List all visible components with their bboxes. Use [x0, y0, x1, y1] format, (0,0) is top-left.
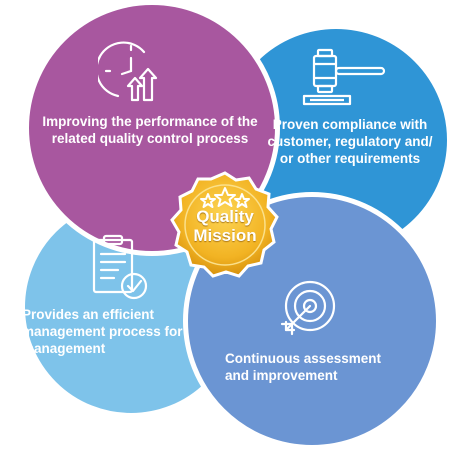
section-text-bottom-left: Provides an efficient management process… — [22, 307, 183, 356]
star-icon — [234, 193, 250, 208]
star-icon — [214, 187, 236, 207]
badge-title: Quality Mission — [170, 207, 280, 245]
badge-title-line-2: Mission — [193, 226, 257, 245]
section-text-bottom-right: Continuous assessment and improvement — [225, 351, 382, 383]
badge-title-line-1: Quality — [196, 207, 254, 226]
quality-mission-badge — [170, 171, 279, 278]
star-icon — [200, 193, 216, 208]
clock-growth-icon — [98, 41, 158, 102]
section-text-top-left: Improving the performance of the related… — [42, 114, 258, 146]
gavel-icon — [302, 48, 386, 106]
section-text-top-right: Proven compliance with customer, regulat… — [267, 117, 433, 166]
clipboard-check-icon — [92, 234, 148, 300]
target-arrow-icon — [280, 280, 336, 336]
